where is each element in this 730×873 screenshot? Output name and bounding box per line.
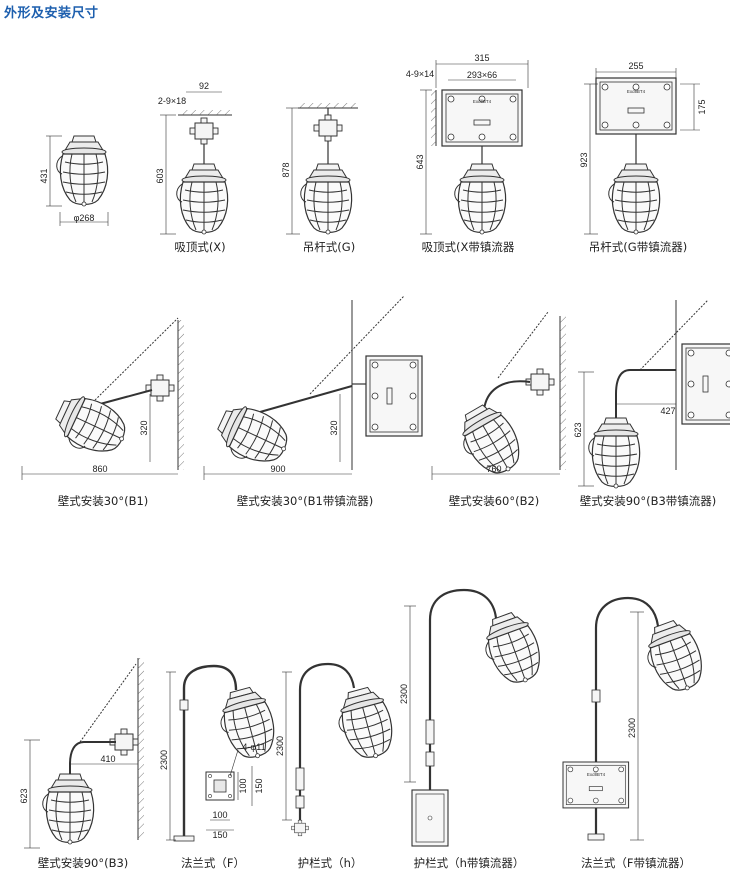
dim-height: 2300	[399, 684, 409, 704]
dim-height: 923	[579, 152, 589, 167]
dim-inner-width: 100	[212, 810, 227, 820]
dim-diameter: φ268	[74, 213, 95, 223]
figure-caption: 法兰式（F带镇流器）	[580, 856, 692, 870]
figure-caption: 护栏式（h）	[297, 856, 363, 870]
figure-caption: 吸顶式(X)	[174, 240, 226, 254]
dim-inner-height: 100	[238, 778, 248, 793]
figure-ceiling-ballast: ExdⅡBT4 315 293×66 4-9×14 643	[406, 53, 529, 235]
figure-flange-ballast: ExdⅡBT4 2300	[562, 596, 711, 841]
ballast-mark: ExdⅡBT4	[587, 772, 606, 777]
figure-caption: 吊杆式(G)	[302, 240, 356, 254]
figure-wall-60: 760	[431, 311, 566, 485]
dim-height: 2300	[627, 718, 637, 738]
dim-horizontal: 860	[92, 464, 107, 474]
dim-holes: 4-φ11	[242, 742, 265, 752]
dim-width: 410	[100, 754, 115, 764]
figure-wall-90: 410 623	[19, 658, 144, 849]
figure-caption: 壁式安装30°(B1带镇流器)	[236, 494, 374, 508]
ballast-mark: ExdⅡBT4	[473, 99, 492, 104]
dim-height: 643	[415, 154, 425, 169]
dim-holes: 2-9×18	[158, 96, 186, 106]
dim-outer-width: 150	[212, 830, 227, 840]
figure-caption: 壁式安装30°(B1)	[57, 494, 149, 508]
dim-horizontal: 900	[270, 464, 285, 474]
dim-width: 255	[628, 61, 643, 71]
dim-height: 431	[39, 168, 49, 183]
dim-width-inner: 293×66	[467, 70, 497, 80]
ballast-mark: ExdⅡBT4	[627, 89, 646, 94]
figure-caption: 吸顶式(X带镇流器	[421, 240, 515, 254]
dim-holes: 4-9×14	[406, 69, 434, 79]
figure-pendant-rod: 878	[281, 103, 358, 235]
dim-height: 623	[573, 422, 583, 437]
figure-caption: 法兰式（F）	[180, 856, 246, 870]
figure-caption: 吊杆式(G带镇流器)	[588, 240, 688, 254]
dim-vertical: 320	[139, 420, 149, 435]
figure-guardrail-ballast: 2300	[399, 588, 549, 847]
figure-lamp: 431 φ268	[39, 135, 109, 226]
dim-horizontal: 760	[486, 464, 501, 474]
dim-height: 878	[281, 162, 291, 177]
figure-wall-30-ballast: 320 900	[203, 295, 423, 480]
dim-height: 2300	[159, 750, 169, 770]
dim-width-outer: 315	[474, 53, 489, 63]
figure-pendant-ballast: ExdⅡBT4 255 175 923	[579, 61, 707, 235]
figure-wall-90-ballast: 427 623	[573, 299, 730, 489]
figure-caption: 壁式安装60°(B2)	[448, 494, 540, 508]
figure-wall-30: 320 860	[21, 317, 184, 480]
dim-width: 427	[660, 406, 675, 416]
figure-flange: 2300 4-φ11 100 150 100 150	[159, 664, 282, 842]
figure-caption: 护栏式（h带镇流器）	[413, 856, 525, 870]
dim-vertical: 320	[329, 420, 339, 435]
dim-height: 603	[155, 168, 165, 183]
dim-side: 175	[697, 99, 707, 114]
dim-height: 2300	[275, 736, 285, 756]
dim-outer-height: 150	[254, 778, 264, 793]
dim-top-width: 92	[199, 81, 209, 91]
figure-caption: 壁式安装90°(B3)	[37, 856, 129, 870]
figure-ceiling-mount: 92 2-9×18 603	[155, 81, 232, 235]
figure-guardrail: 2300	[275, 662, 400, 837]
page-title: 外形及安装尺寸	[4, 6, 99, 21]
dim-height: 623	[19, 788, 29, 803]
figure-caption: 壁式安装90°(B3带镇流器)	[579, 494, 717, 508]
